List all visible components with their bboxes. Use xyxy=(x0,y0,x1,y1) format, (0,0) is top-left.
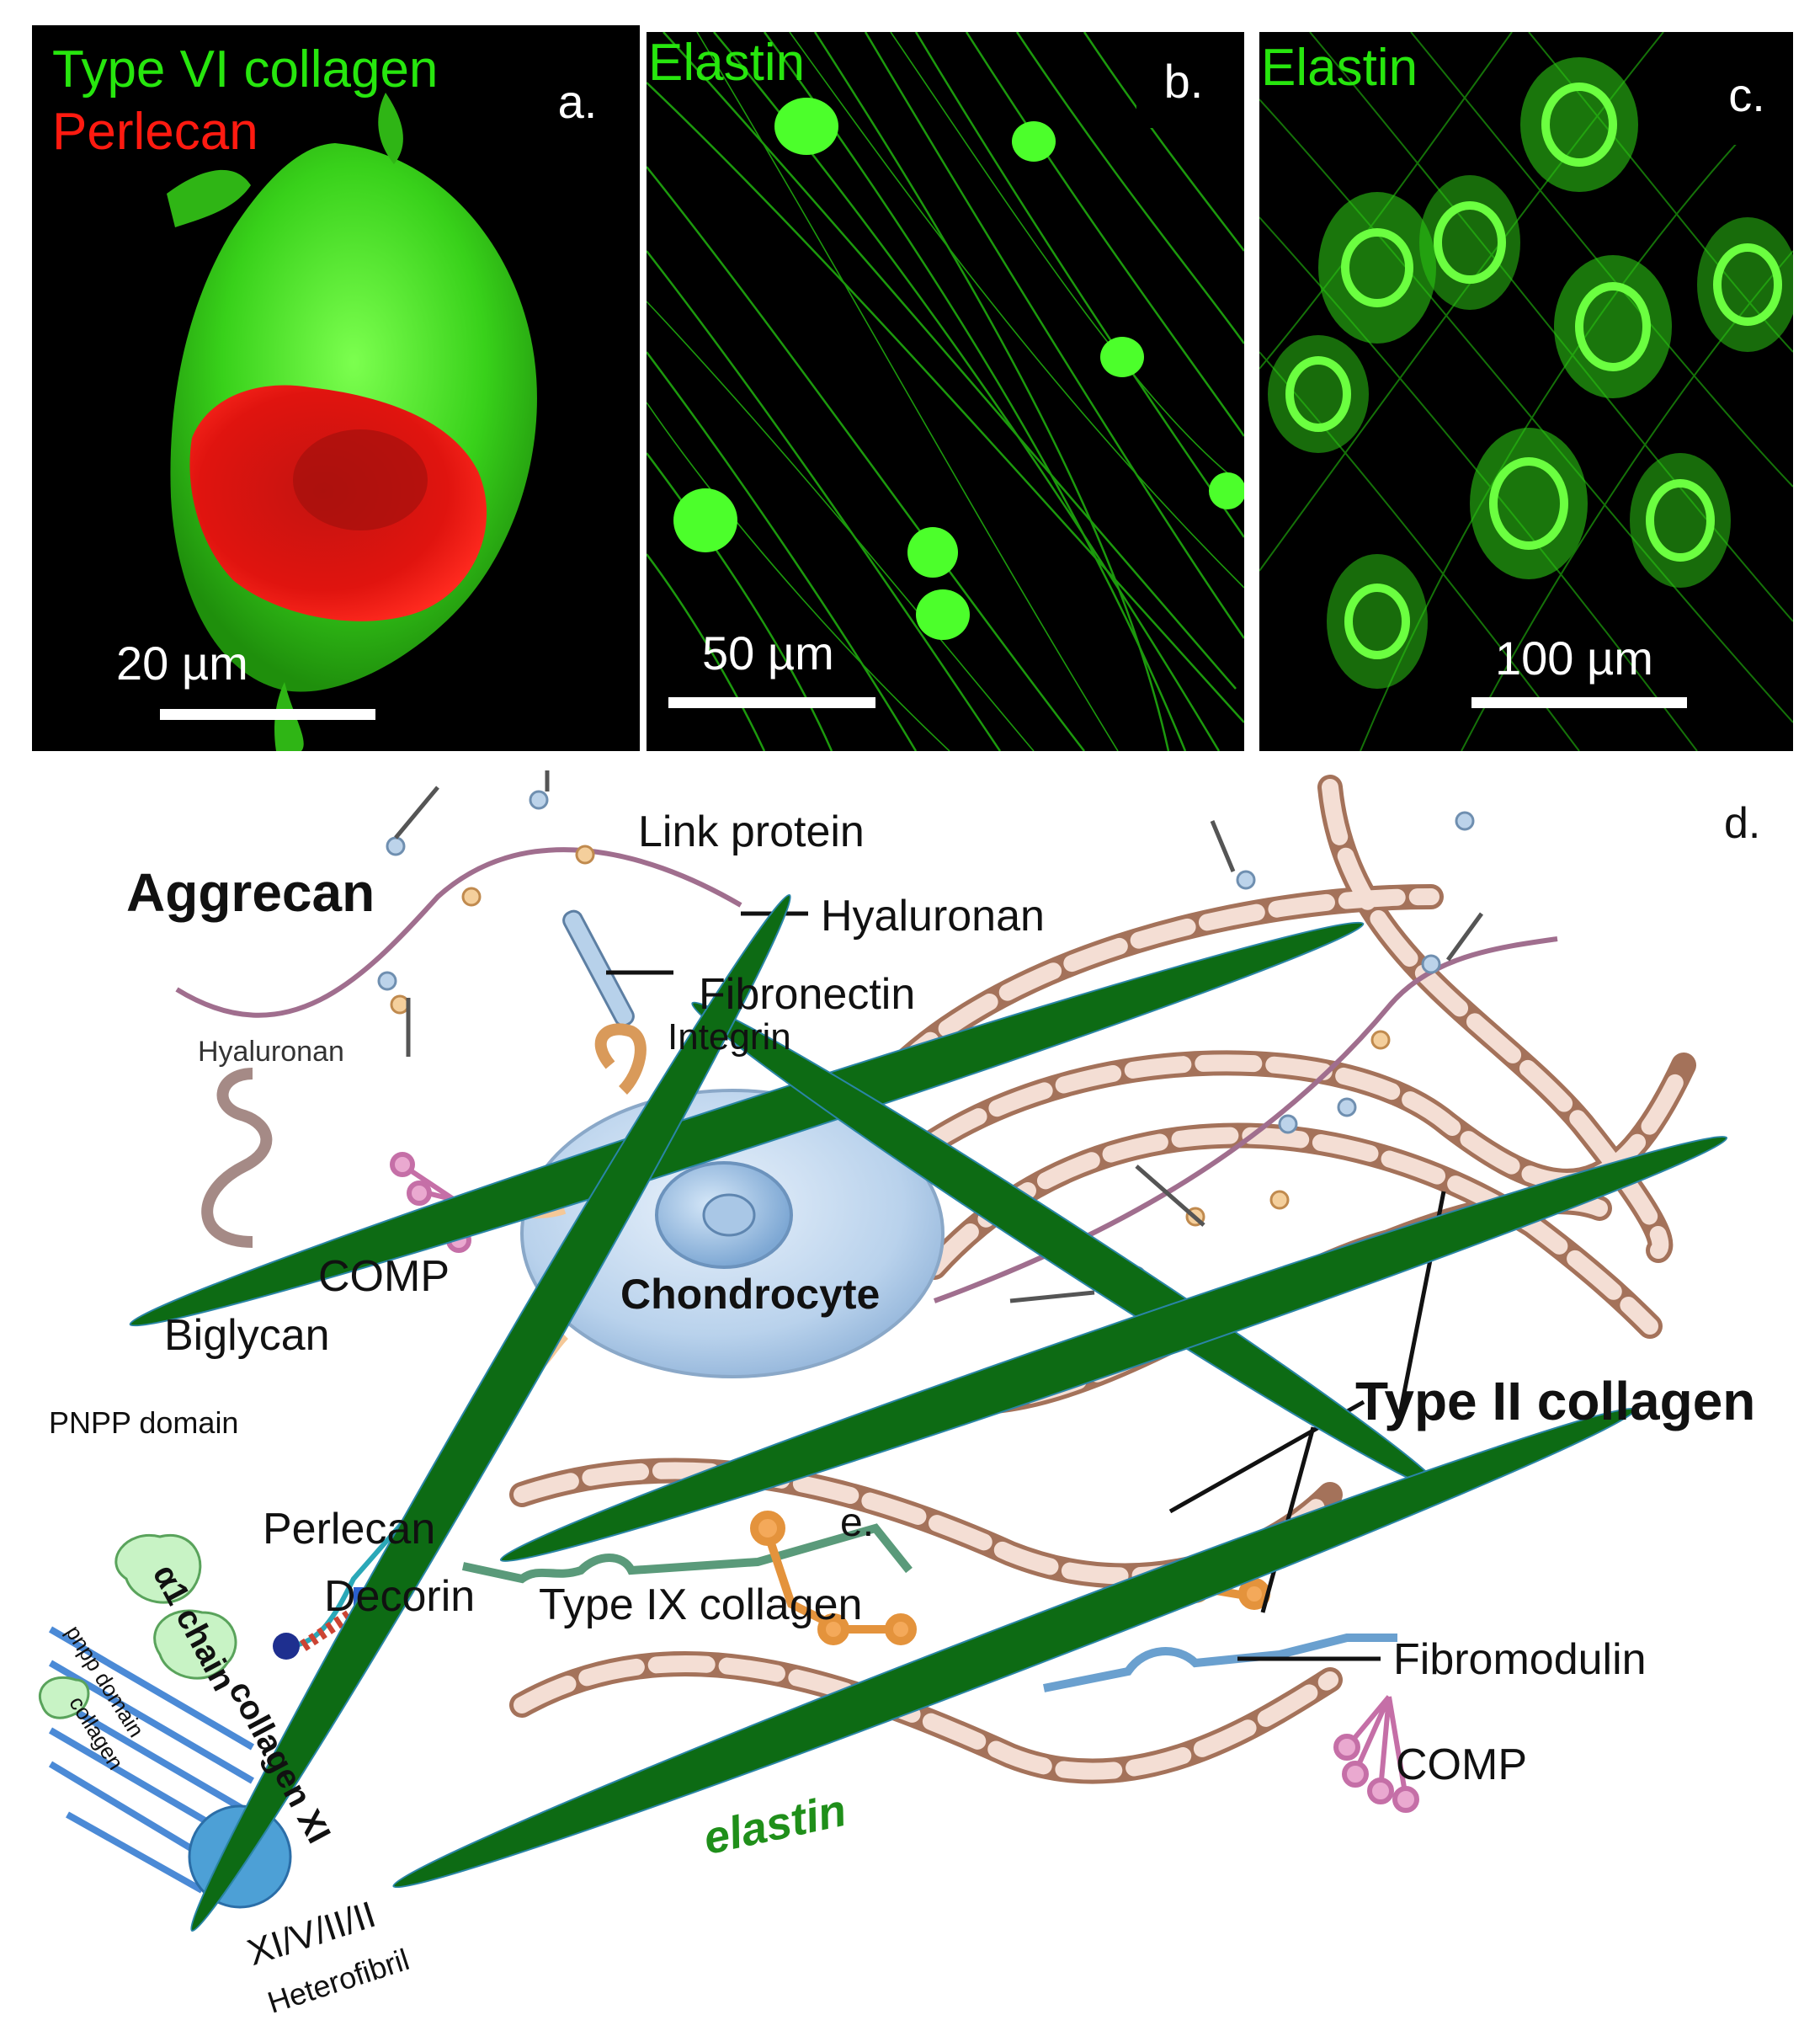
label-fibronectin: Fibronectin xyxy=(699,970,916,1019)
panel-c-scale-label: 100 µm xyxy=(1495,632,1653,685)
label-biglycan: Biglycan xyxy=(164,1311,330,1360)
panel-b-letter: b. xyxy=(1136,34,1231,128)
panel-b-micrograph: Elastin b. 50 µm xyxy=(647,32,1244,751)
perlecan-shadow xyxy=(293,429,428,530)
cells-c xyxy=(1268,57,1793,689)
panel-d-letter: d. xyxy=(1724,799,1761,848)
elastin-fibre-3 xyxy=(499,1135,1728,1563)
label-e-mark: e. xyxy=(840,1500,875,1545)
nucleolus xyxy=(702,1193,756,1237)
label-pnpp-domain: PNPP domain xyxy=(49,1405,239,1440)
biglycan xyxy=(201,1068,273,1248)
label-hyaluronan-top: Hyaluronan xyxy=(821,892,1045,941)
panel-c-letter: c. xyxy=(1700,44,1793,145)
pnpp-domain-blob-3 xyxy=(38,1676,90,1719)
pnpp-domain-blob-2 xyxy=(153,1609,237,1680)
link-protein-bead xyxy=(390,845,1391,1227)
elastin-fibre-5 xyxy=(392,1407,1636,1889)
label-perlecan: Perlecan xyxy=(263,1505,436,1554)
panel-c-image xyxy=(1259,32,1793,751)
protrusion-left xyxy=(167,169,251,227)
panel-b-scale-label: 50 µm xyxy=(702,626,834,680)
aggrecan-side-chain xyxy=(394,770,1484,1303)
label-comp-right: COMP xyxy=(1396,1740,1527,1789)
panel-a-letter: a. xyxy=(530,54,625,148)
label-type-ii-collagen: Type II collagen xyxy=(1355,1371,1756,1431)
panel-b-scale-bar xyxy=(668,697,875,708)
panel-a-image xyxy=(167,93,537,751)
label-type-ix-collagen: Type IX collagen xyxy=(539,1580,863,1629)
label-aggrecan: Aggrecan xyxy=(126,862,375,923)
decorin xyxy=(461,1523,913,1584)
panel-a-scale-label: 20 µm xyxy=(116,637,248,690)
cartilage-ecm-diagram xyxy=(38,770,1728,1932)
panel-a-label-perlecan: Perlecan xyxy=(52,103,258,161)
label-integrin: Integrin xyxy=(668,1016,791,1058)
protrusion-top xyxy=(378,93,403,164)
label-comp-left: COMP xyxy=(318,1252,450,1301)
panel-a-micrograph: Type VI collagen Perlecan a. 20 µm xyxy=(32,25,640,751)
pnpp-domain-blob xyxy=(114,1534,202,1604)
elastin-fibre-1 xyxy=(129,921,1365,1327)
label-fibromodulin: Fibromodulin xyxy=(1393,1635,1647,1684)
panel-c-micrograph: Elastin c. 100 µm xyxy=(1259,32,1793,751)
label-hyaluronan-left: Hyaluronan xyxy=(198,1036,344,1068)
panel-a-scale-bar xyxy=(160,709,375,720)
elastin-fibres-overlay xyxy=(129,893,1728,1932)
comp-right xyxy=(1333,1695,1419,1813)
integrin xyxy=(594,1023,647,1095)
label-chondrocyte: Chondrocyte xyxy=(620,1271,881,1318)
fibromodulin xyxy=(1043,1634,1397,1692)
panel-c-label-elastin: Elastin xyxy=(1261,39,1418,97)
cells-b xyxy=(673,98,1244,640)
panel-a-label-type-vi-collagen: Type VI collagen xyxy=(52,40,439,99)
fibronectin xyxy=(562,909,635,1027)
panel-c-scale-bar xyxy=(1471,697,1687,708)
label-decorin: Decorin xyxy=(324,1572,476,1621)
panel-b-label-elastin: Elastin xyxy=(648,34,806,92)
panel-b-image xyxy=(647,32,1244,751)
elastin-fibre-4 xyxy=(190,893,791,1932)
label-link-protein: Link protein xyxy=(638,807,865,856)
